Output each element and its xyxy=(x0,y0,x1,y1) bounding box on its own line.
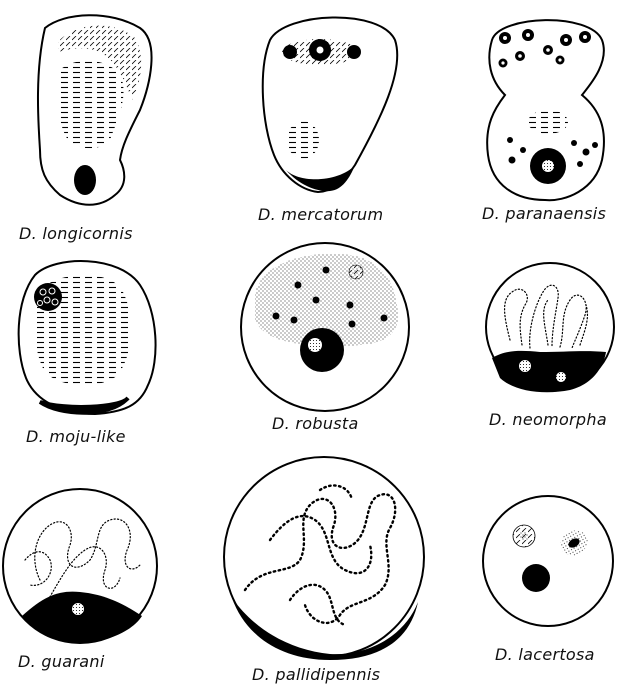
cell-pallidipennis xyxy=(224,457,424,660)
label-robusta: D. robusta xyxy=(272,414,359,433)
cell-paranaensis xyxy=(487,20,604,200)
cell-longicornis xyxy=(38,15,152,205)
label-guarani: D. guarani xyxy=(18,652,105,671)
cell-guarani xyxy=(3,489,157,643)
label-lacertosa: D. lacertosa xyxy=(495,645,595,664)
label-moju-like: D. moju-like xyxy=(26,427,126,446)
label-longicornis: D. longicornis xyxy=(19,224,133,243)
label-neomorpha: D. neomorpha xyxy=(489,410,607,429)
cell-neomorpha xyxy=(486,263,614,392)
cell-moju-like xyxy=(19,261,156,414)
label-pallidipennis: D. pallidipennis xyxy=(252,665,380,684)
cell-robusta xyxy=(241,243,409,411)
label-mercatorum: D. mercatorum xyxy=(258,205,383,224)
cell-mercatorum xyxy=(263,17,398,192)
label-paranaensis: D. paranaensis xyxy=(482,204,606,223)
chromatin-clump xyxy=(34,283,62,311)
cell-lacertosa xyxy=(483,496,613,626)
